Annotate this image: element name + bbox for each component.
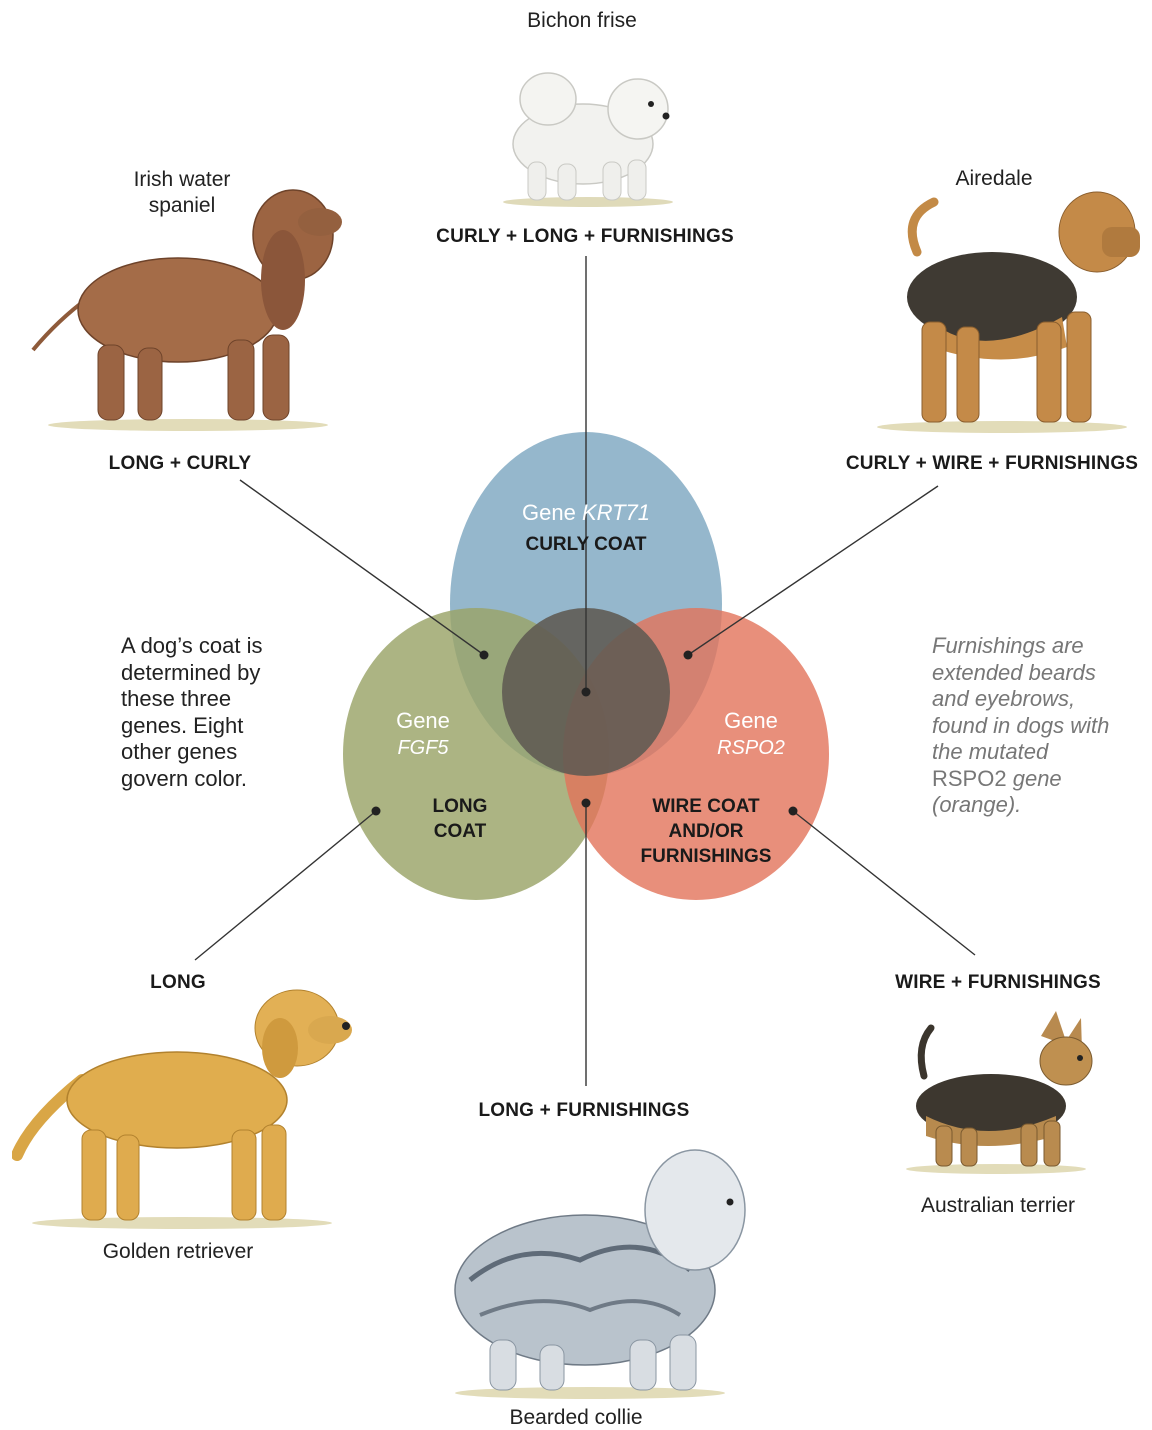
connector-lines: [194, 256, 976, 1086]
fgf5-gene-name: FGF5: [397, 737, 449, 759]
krt71-trait: CURLY COAT: [525, 534, 647, 555]
combo-bichon: CURLY + LONG + FURNISHINGS: [436, 226, 734, 247]
combo-irish: LONG + CURLY: [108, 453, 252, 474]
right-note-part1: Furnishings are extended beards and eyeb…: [932, 633, 1110, 764]
fgf5-trait-line2: COAT: [433, 821, 487, 842]
fgf5-trait-line1: LONG: [432, 796, 488, 817]
golden-retriever-illustration: [12, 989, 352, 1229]
right-note-part2: gene (orange).: [932, 765, 1062, 818]
breed-name-irish: Irish water spaniel: [100, 167, 264, 219]
connector-australian: [792, 810, 976, 956]
bearded-collie-illustration: [454, 1149, 746, 1399]
fgf5-gene-word: Gene: [396, 708, 450, 733]
irish-water-spaniel-illustration: [31, 189, 342, 431]
rspo2-trait-line3: FURNISHINGS: [640, 846, 772, 867]
breed-name-irish-line2: spaniel: [148, 194, 216, 217]
breed-name-airedale: Airedale: [955, 167, 1033, 190]
breed-name-irish-line1: Irish water: [133, 168, 231, 191]
airedale-illustration: [877, 191, 1140, 433]
rspo2-trait-line2: AND/OR: [668, 821, 744, 842]
rspo2-gene-word: Gene: [724, 708, 778, 733]
breed-name-australian: Australian terrier: [920, 1194, 1076, 1217]
dot-long-curly: [479, 650, 489, 660]
combo-airedale: CURLY + WIRE + FURNISHINGS: [845, 453, 1139, 474]
combo-australian: WIRE + FURNISHINGS: [895, 972, 1101, 993]
dot-center: [581, 687, 591, 697]
dot-wire: [788, 806, 798, 816]
australian-terrier-illustration: [906, 1011, 1093, 1174]
rspo2-trait-line1: WIRE COAT: [652, 796, 760, 817]
connector-golden: [194, 810, 377, 961]
breed-name-golden: Golden retriever: [102, 1240, 254, 1263]
connector-irish: [239, 479, 485, 656]
dot-long-furnishings: [581, 798, 591, 808]
right-note-gene: RSPO2: [932, 765, 1007, 791]
krt71-label: Gene KRT71: [470, 500, 702, 526]
fgf5-trait: LONG COAT: [410, 794, 510, 844]
dot-long: [371, 806, 381, 816]
right-note: Furnishings are extended beards and eyeb…: [932, 633, 1117, 819]
rspo2-gene-name: RSPO2: [717, 737, 785, 759]
dot-curly-wire: [683, 650, 693, 660]
combo-golden: LONG: [150, 972, 206, 993]
krt71-gene-word: Gene: [521, 500, 576, 525]
rspo2-trait: WIRE COAT AND/OR FURNISHINGS: [626, 794, 786, 869]
krt71-gene-name: KRT71: [581, 500, 651, 525]
bichon-frise-illustration: [503, 72, 673, 207]
connector-dots: [371, 650, 798, 816]
combo-bearded: LONG + FURNISHINGS: [478, 1100, 690, 1121]
connector-airedale: [687, 485, 939, 656]
left-note: A dog’s coat is determined by these thre…: [121, 633, 263, 791]
breed-name-bichon: Bichon frise: [527, 9, 637, 32]
breed-name-bearded: Bearded collie: [509, 1406, 643, 1429]
